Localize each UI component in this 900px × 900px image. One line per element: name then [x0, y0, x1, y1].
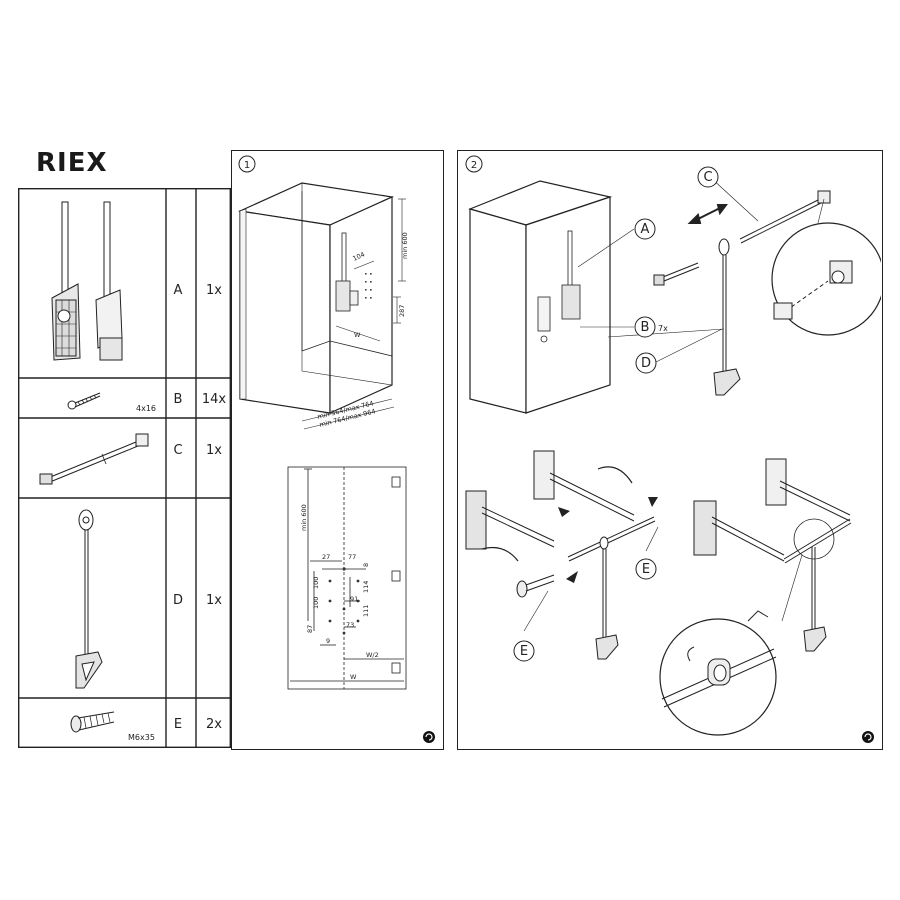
part-c-letter: C — [173, 443, 182, 458]
detail-9: 9 — [326, 637, 330, 645]
part-a-letter: A — [174, 283, 183, 298]
detail-100-a: 100 — [312, 577, 320, 589]
hole-detail-drawing: min 600 27 77 8 100 100 114 91 111 87 73… — [287, 466, 407, 690]
detail-w: W — [350, 673, 357, 681]
page-turn-icon — [423, 731, 435, 743]
part-b-qty: 14x — [202, 392, 227, 407]
step-2-panel: 2 A B 7x — [457, 150, 885, 750]
rail-rod-icon — [39, 433, 149, 485]
detail-100-b: 100 — [312, 597, 320, 609]
part-a-qty: 1x — [206, 283, 222, 298]
part-e-qty: 2x — [206, 717, 222, 732]
parts-list: A 1x 4x16 B 14x C 1x — [17, 187, 232, 748]
callout-a: A — [641, 222, 650, 237]
detail-111: 111 — [362, 605, 370, 617]
detail-w-half: W/2 — [366, 651, 379, 659]
step-1-badge — [238, 155, 256, 173]
callout-b-qty: 7x — [658, 324, 668, 333]
detail-87: 87 — [306, 625, 314, 633]
lift-mechanism-icon — [51, 201, 123, 361]
pull-rod-icon — [75, 509, 103, 689]
step-1-number: 1 — [244, 160, 250, 171]
dim-min-600: min 600 — [401, 232, 409, 259]
parts-list-drawing: A 1x 4x16 B 14x C 1x — [17, 187, 232, 748]
detail-91: 91 — [350, 595, 358, 603]
detail-8: 8 — [362, 563, 370, 567]
step-1-panel: 1 — [231, 150, 444, 750]
step-1-drawing: 1 — [237, 155, 435, 743]
cabinet-drawing — [237, 182, 395, 414]
part-b-letter: B — [174, 392, 183, 407]
dim-w: W — [354, 331, 361, 339]
part-b-spec: 4x16 — [136, 404, 156, 413]
callout-c: C — [703, 170, 712, 185]
step-2-badge — [465, 155, 483, 173]
detail-27: 27 — [322, 553, 330, 561]
detail-min-600: min 600 — [300, 504, 308, 531]
part-e-letter: E — [174, 717, 182, 732]
part-c-qty: 1x — [206, 443, 222, 458]
detail-77: 77 — [348, 553, 356, 561]
part-d-qty: 1x — [206, 593, 222, 608]
callout-e-left: E — [520, 644, 528, 659]
detail-73: 73 — [346, 621, 354, 629]
bolt-icon — [70, 711, 115, 733]
step-2-number: 2 — [471, 160, 477, 171]
callout-b: B — [641, 320, 650, 335]
brand-logo: RIEX — [36, 148, 108, 178]
cabinet-drawing-2 — [468, 180, 613, 414]
dim-287: 287 — [398, 305, 406, 317]
step-2-drawing: 2 A B 7x — [465, 155, 885, 743]
brand-logo-text: RIEX — [36, 148, 108, 178]
part-e-spec: M6x35 — [128, 733, 155, 742]
callout-d: D — [641, 356, 651, 371]
detail-114: 114 — [362, 581, 370, 593]
callout-e-right: E — [642, 562, 650, 577]
wood-screw-icon — [67, 392, 101, 410]
part-d-letter: D — [173, 593, 183, 608]
page-turn-icon-2 — [862, 731, 874, 743]
